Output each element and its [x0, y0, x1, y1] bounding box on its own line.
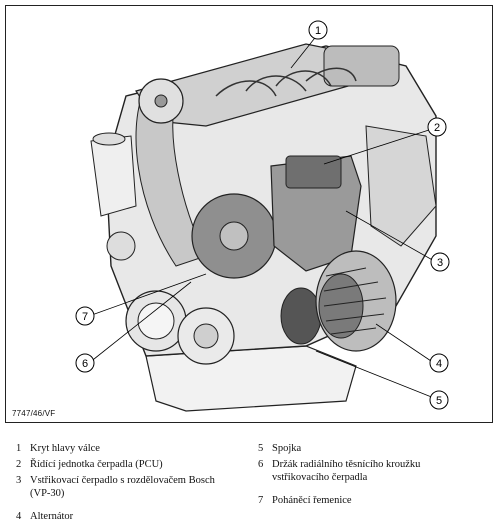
- figure-code: 7747/46/VF: [12, 409, 56, 418]
- legend-text: Spojka: [272, 443, 302, 454]
- legend-num: 5: [258, 443, 264, 454]
- legend-num: 7: [258, 495, 264, 506]
- legend-text: Řídící jednotka čerpadla (PCU): [30, 459, 163, 470]
- legend-item-4: 4 Alternátor: [16, 510, 73, 523]
- aux-pulley-inner: [193, 323, 219, 349]
- crankshaft-pulley-inner: [137, 302, 175, 340]
- alternator-fins: [323, 267, 387, 335]
- legend-item-2: 2 Řídící jednotka čerpadla (PCU): [16, 458, 163, 471]
- callout-4: 4: [429, 353, 449, 373]
- callout-5-label: 5: [436, 395, 442, 407]
- legend-text-continued: vstřikovacího čerpadla: [272, 472, 368, 483]
- injector-pipes: [215, 67, 357, 97]
- coolant-reservoir: [90, 135, 137, 217]
- callout-5: 5: [429, 390, 449, 410]
- reservoir-cap: [92, 132, 126, 146]
- callout-3-label: 3: [437, 257, 443, 269]
- figure-frame: 1 2 3 4 5 6 7 7747/46/VF: [5, 5, 493, 423]
- legend: 1 Kryt hlavy válce 2 Řídící jednotka čerpa…: [0, 440, 499, 527]
- legend-text: Alternátor: [30, 511, 74, 522]
- legend-item-5: 5 Spojka: [258, 442, 301, 455]
- callout-1: 1: [308, 20, 328, 40]
- legend-num: 3: [16, 475, 22, 486]
- legend-text: Poháněcí řemenice: [272, 495, 352, 506]
- legend-text: Držák radiálního těsnícího kroužku: [272, 459, 421, 470]
- idler-pulley: [106, 231, 136, 261]
- oil-sump: [145, 345, 357, 412]
- pump-control-unit: [285, 155, 342, 189]
- engine-illustration: 1 2 3 4 5 6 7: [75, 20, 450, 412]
- clutch: [280, 287, 322, 345]
- drive-pulley-hub: [219, 221, 249, 251]
- callout-1-label: 1: [315, 25, 321, 37]
- legend-item-6: 6 Držák radiálního těsnícího kroužku vstř…: [258, 458, 420, 484]
- legend-text: Kryt hlavy válce: [30, 443, 100, 454]
- legend-num: 6: [258, 459, 264, 470]
- legend-item-1: 1 Kryt hlavy válce: [16, 442, 100, 455]
- callout-7: 7: [75, 306, 95, 326]
- camshaft-pulley-hub: [154, 94, 168, 108]
- intake-manifold: [323, 45, 400, 87]
- legend-text: Vstřikovací čerpadlo s rozdělovačem Bosc…: [30, 475, 215, 486]
- legend-num: 4: [16, 511, 22, 522]
- callout-6: 6: [75, 353, 95, 373]
- callout-leaders: [88, 33, 437, 399]
- callout-2-label: 2: [434, 122, 440, 134]
- callout-3: 3: [430, 252, 450, 272]
- legend-item-7: 7 Poháněcí řemenice: [258, 494, 352, 507]
- legend-num: 1: [16, 443, 22, 454]
- timing-belt: [135, 85, 207, 267]
- callout-4-label: 4: [436, 358, 442, 370]
- callout-6-label: 6: [82, 358, 88, 370]
- legend-item-3: 3 Vstřikovací čerpadlo s rozdělovačem Bos…: [16, 474, 215, 500]
- callout-2: 2: [427, 117, 447, 137]
- callout-7-label: 7: [82, 311, 88, 323]
- legend-text-continued: (VP-30): [30, 488, 65, 499]
- legend-num: 2: [16, 459, 22, 470]
